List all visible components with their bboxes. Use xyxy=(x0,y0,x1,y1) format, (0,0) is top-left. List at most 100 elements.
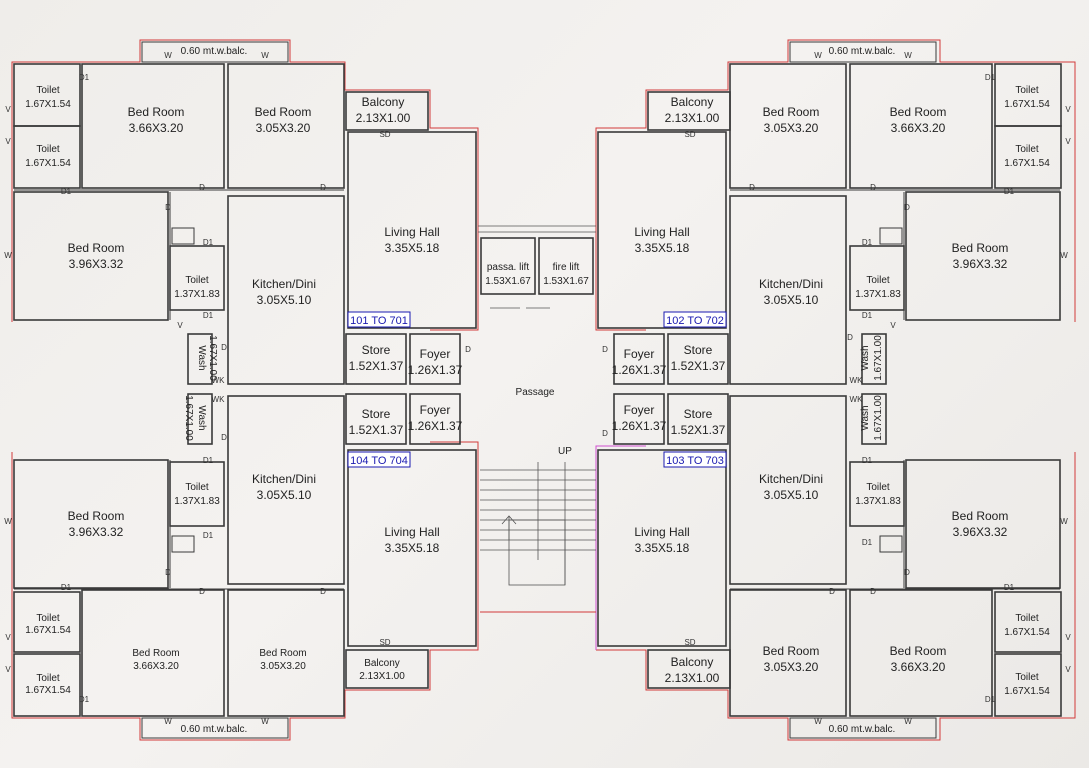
store-room xyxy=(667,393,729,445)
fire-lift-label: fire lift xyxy=(553,262,580,273)
svg-text:D1: D1 xyxy=(985,73,996,82)
svg-text:102 TO 702: 102 TO 702 xyxy=(666,315,724,327)
svg-text:D: D xyxy=(199,587,205,596)
bed-room-size: 3.66X3.20 xyxy=(891,121,946,135)
window-balcony-label: 0.60 mt.w.balc. xyxy=(181,724,248,735)
toilet-room xyxy=(994,125,1062,189)
bed-room-size: 3.96X3.32 xyxy=(69,525,124,539)
fire-lift-size: 1.53X1.67 xyxy=(543,276,589,287)
bed-room-label: Bed Room xyxy=(259,648,306,659)
fire-lift xyxy=(538,237,594,295)
svg-text:D: D xyxy=(870,587,876,596)
toilet-size: 1.67X1.54 xyxy=(25,685,71,696)
wash-label: Wash xyxy=(196,405,207,430)
svg-text:V: V xyxy=(1065,105,1071,114)
svg-text:D: D xyxy=(904,568,910,577)
bed-room-size: 3.05X3.20 xyxy=(764,660,819,674)
svg-text:D: D xyxy=(199,183,205,192)
svg-text:D1: D1 xyxy=(203,238,214,247)
toilet-room xyxy=(994,591,1062,653)
unit-tag: 101 TO 701 xyxy=(347,311,411,328)
toilet-size: 1.37X1.83 xyxy=(174,289,220,300)
store-size: 1.52X1.37 xyxy=(349,423,404,437)
passenger-lift-size: 1.53X1.67 xyxy=(485,276,531,287)
svg-text:V: V xyxy=(5,665,11,674)
toilet-size: 1.67X1.54 xyxy=(25,158,71,169)
bed-room-label: Bed Room xyxy=(68,241,125,255)
living-hall-label: Living Hall xyxy=(384,525,439,539)
svg-text:W: W xyxy=(261,717,269,726)
store-size: 1.52X1.37 xyxy=(349,359,404,373)
svg-text:104 TO 704: 104 TO 704 xyxy=(350,455,408,467)
living-hall xyxy=(597,449,727,647)
svg-text:SD: SD xyxy=(684,638,695,647)
svg-text:V: V xyxy=(5,633,11,642)
kitchen-label: Kitchen/Dini xyxy=(252,472,316,486)
living-hall-label: Living Hall xyxy=(384,225,439,239)
toilet-label: Toilet xyxy=(1015,613,1039,624)
svg-text:D: D xyxy=(829,587,835,596)
svg-text:D: D xyxy=(870,183,876,192)
toilet-room xyxy=(169,461,225,527)
kitchen-label: Kitchen/Dini xyxy=(252,277,316,291)
bed-room xyxy=(81,63,225,189)
living-hall xyxy=(597,131,727,329)
toilet-size: 1.37X1.83 xyxy=(174,496,220,507)
window-balcony-label: 0.60 mt.w.balc. xyxy=(829,46,896,57)
bed-room-label: Bed Room xyxy=(952,509,1009,523)
toilet-size: 1.67X1.54 xyxy=(1004,99,1050,110)
bed-room xyxy=(849,63,993,189)
balcony xyxy=(345,91,429,131)
stair-up-label: UP xyxy=(558,446,572,457)
bed-room-label: Bed Room xyxy=(952,241,1009,255)
bed-room-size: 3.96X3.32 xyxy=(69,257,124,271)
wash-size: 1.67X1.00 xyxy=(873,395,884,441)
bed-room xyxy=(905,459,1061,589)
living-hall-size: 3.35X5.18 xyxy=(385,241,440,255)
svg-text:WK: WK xyxy=(850,376,864,385)
bed-room-size: 3.96X3.32 xyxy=(953,525,1008,539)
foyer-size: 1.26X1.37 xyxy=(408,363,463,377)
svg-text:D1: D1 xyxy=(79,695,90,704)
kitchen-room xyxy=(227,395,345,585)
window-balcony xyxy=(141,717,289,739)
svg-text:D: D xyxy=(749,183,755,192)
balcony xyxy=(345,649,429,689)
toilet-room xyxy=(13,125,81,189)
bed-room-size: 3.96X3.32 xyxy=(953,257,1008,271)
store-room xyxy=(667,333,729,385)
balcony-label: Balcony xyxy=(362,95,405,109)
balcony-size: 2.13X1.00 xyxy=(359,671,405,682)
kitchen-size: 3.05X5.10 xyxy=(764,488,819,502)
svg-text:V: V xyxy=(1065,137,1071,146)
wash-size: 1.67X1.00 xyxy=(207,335,218,381)
svg-text:D1: D1 xyxy=(862,538,873,547)
svg-text:D1: D1 xyxy=(862,456,873,465)
bed-room-label: Bed Room xyxy=(890,105,947,119)
svg-text:D: D xyxy=(904,203,910,212)
balcony xyxy=(647,649,731,689)
svg-text:D1: D1 xyxy=(79,73,90,82)
unit-tag: 102 TO 702 xyxy=(663,311,727,328)
toilet-label: Toilet xyxy=(1015,85,1039,96)
kitchen-room xyxy=(227,195,345,385)
balcony-label: Balcony xyxy=(671,95,714,109)
toilet-label: Toilet xyxy=(36,673,60,684)
bed-room xyxy=(81,589,225,717)
svg-text:SD: SD xyxy=(684,130,695,139)
bed-room-size: 3.05X3.20 xyxy=(260,661,306,672)
toilet-size: 1.67X1.54 xyxy=(1004,627,1050,638)
bed-room xyxy=(849,589,993,717)
svg-text:W: W xyxy=(1060,517,1068,526)
svg-text:W: W xyxy=(164,717,172,726)
foyer xyxy=(409,333,461,385)
balcony-label: Balcony xyxy=(671,655,714,669)
bed-room-label: Bed Room xyxy=(763,105,820,119)
svg-text:D: D xyxy=(847,333,853,342)
svg-text:D1: D1 xyxy=(61,187,72,196)
core: passa. lift 1.53X1.67 fire lift 1.53X1.6… xyxy=(478,225,596,613)
svg-text:V: V xyxy=(1065,665,1071,674)
staircase xyxy=(480,462,596,613)
passenger-lift xyxy=(480,237,536,295)
svg-text:D: D xyxy=(320,587,326,596)
